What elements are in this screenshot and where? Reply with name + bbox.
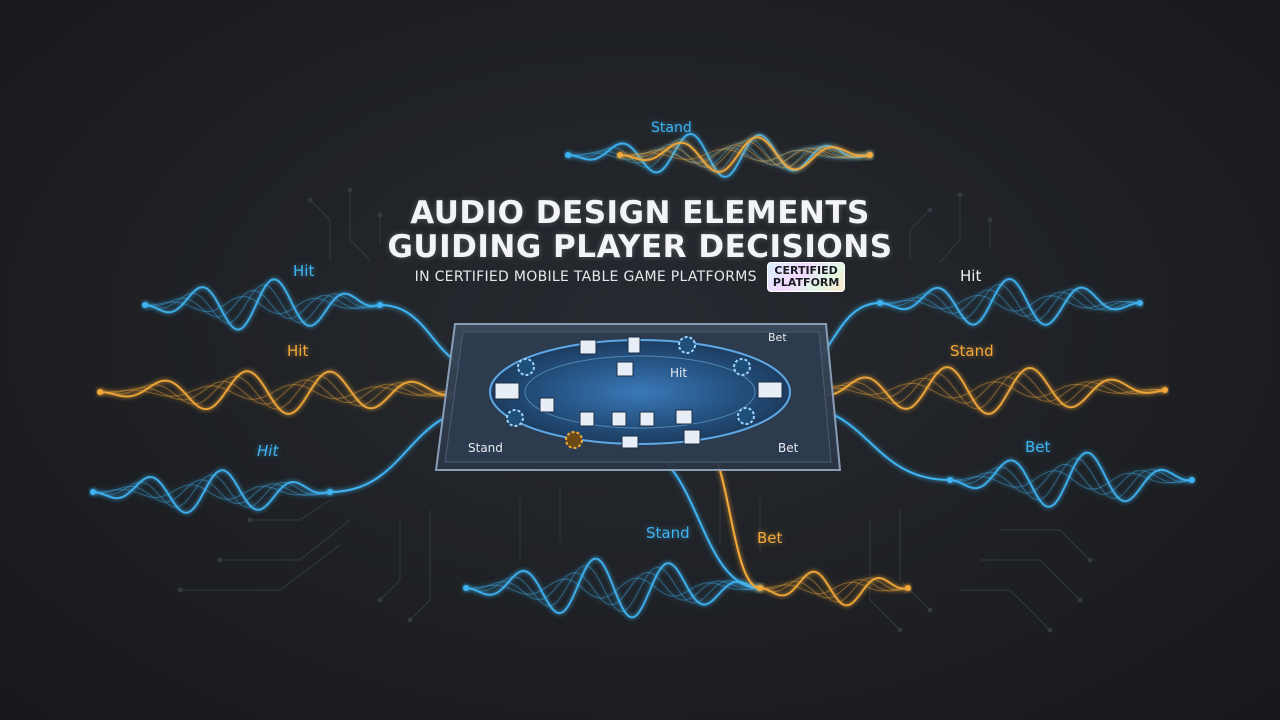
circuit-traces (177, 187, 1093, 633)
wave-bottom-1-end-dot-0 (463, 585, 469, 591)
wave-left-1-end-dot-0 (142, 302, 148, 308)
wave-label-bottom-bet: Bet (757, 529, 783, 547)
wave-bottom-1-layer-1 (465, 565, 761, 612)
tablet-label-bet-top: Bet (768, 331, 787, 344)
tablet-label-stand: Stand (468, 441, 503, 455)
wave-top-orange-layer-3 (620, 148, 871, 162)
wave-top-orange-layer-1 (619, 140, 871, 169)
wave-left-3-end-dot-0 (90, 489, 96, 495)
wave-left-3-layer-3 (93, 484, 331, 500)
wave-top-end-dot-0 (565, 152, 571, 158)
badge-line-1: CERTIFIED (774, 264, 838, 277)
playing-cards (494, 336, 783, 449)
wave-left-1-layer-3 (144, 296, 381, 315)
wave-right-2-layer-2 (799, 376, 1166, 404)
wave-right-2-layer-1 (799, 371, 1166, 410)
tablet-label-bet-bottom: Bet (778, 441, 799, 455)
certified-platform-badge: CERTIFIED PLATFORM (766, 262, 846, 292)
wave-bottom-2-end-dot-1 (905, 585, 911, 591)
page-title-line-1: AUDIO DESIGN ELEMENTS (410, 195, 870, 231)
tablet-label-hit: Hit (670, 366, 688, 380)
wave-bottom-2-layer-1 (759, 576, 909, 603)
wave-left-1-layer-2 (144, 290, 381, 320)
wave-right-3-layer-1 (949, 457, 1193, 501)
wave-right-1-layer-0 (879, 277, 1140, 326)
wave-right-1-layer-1 (879, 283, 1141, 322)
wave-bottom-2-layer-3 (760, 581, 908, 595)
wave-label-left-hit-3: Hit (257, 442, 279, 460)
wave-left-3-layer-2 (92, 479, 330, 505)
wave-left-3-layer-1 (92, 474, 331, 508)
tablet-device (434, 323, 842, 471)
wave-left-2-layer-3 (100, 383, 471, 400)
wave-label-right-bet: Bet (1025, 438, 1051, 456)
wave-label-bottom-stand: Stand (646, 524, 690, 542)
wave-top-orange-layer-0 (620, 136, 871, 174)
page-title-line-2: GUIDING PLAYER DECISIONS (387, 229, 893, 265)
wave-bottom-1-layer-0 (465, 557, 761, 619)
wave-top-orange-layer-2 (619, 144, 871, 165)
wave-top-orange-end-dot-1 (867, 152, 873, 158)
wave-left-2-layer-0 (99, 370, 471, 415)
wave-left-2-end-dot-0 (97, 389, 103, 395)
wave-label-left-hit-1: Hit (293, 262, 315, 280)
wave-right-1-layer-2 (879, 289, 1141, 317)
wave-right-1-end-dot-1 (1137, 300, 1143, 306)
badge-line-2: PLATFORM (772, 276, 840, 289)
wave-right-2-end-dot-1 (1162, 387, 1168, 393)
wave-label-left-hit-2: Hit (287, 342, 309, 360)
wave-left-3-layer-0 (92, 469, 331, 514)
wave-right-3-layer-3 (949, 470, 1192, 490)
page-subtitle: IN CERTIFIED MOBILE TABLE GAME PLATFORMS (414, 269, 757, 285)
wave-right-3-end-dot-1 (1189, 477, 1195, 483)
wave-label-right-hit: Hit (960, 267, 982, 285)
wave-bottom-2-layer-2 (759, 579, 909, 599)
wave-top-orange-end-dot-0 (617, 152, 623, 158)
wave-right-1-layer-3 (880, 295, 1141, 312)
wave-right-2-layer-3 (800, 381, 1166, 399)
wave-top-layer-0 (567, 132, 871, 178)
wave-top-layer-3 (568, 147, 871, 163)
wave-right-3-layer-0 (949, 451, 1193, 508)
wave-left-1-layer-1 (144, 284, 381, 324)
subtitle-row: IN CERTIFIED MOBILE TABLE GAME PLATFORMS… (0, 262, 1280, 292)
wave-bottom-2-layer-0 (760, 570, 909, 607)
wave-right-3-layer-2 (949, 463, 1193, 495)
betting-chips (506, 336, 755, 449)
wave-left-2-layer-2 (99, 379, 471, 405)
wave-label-top-stand: Stand (651, 120, 692, 136)
wave-label-right-stand: Stand (950, 342, 994, 360)
wave-bottom-1-layer-3 (465, 577, 761, 599)
wave-left-1-layer-0 (144, 278, 381, 331)
wave-left-2-layer-1 (99, 374, 471, 410)
title-block: AUDIO DESIGN ELEMENTS GUIDING PLAYER DEC… (0, 196, 1280, 264)
